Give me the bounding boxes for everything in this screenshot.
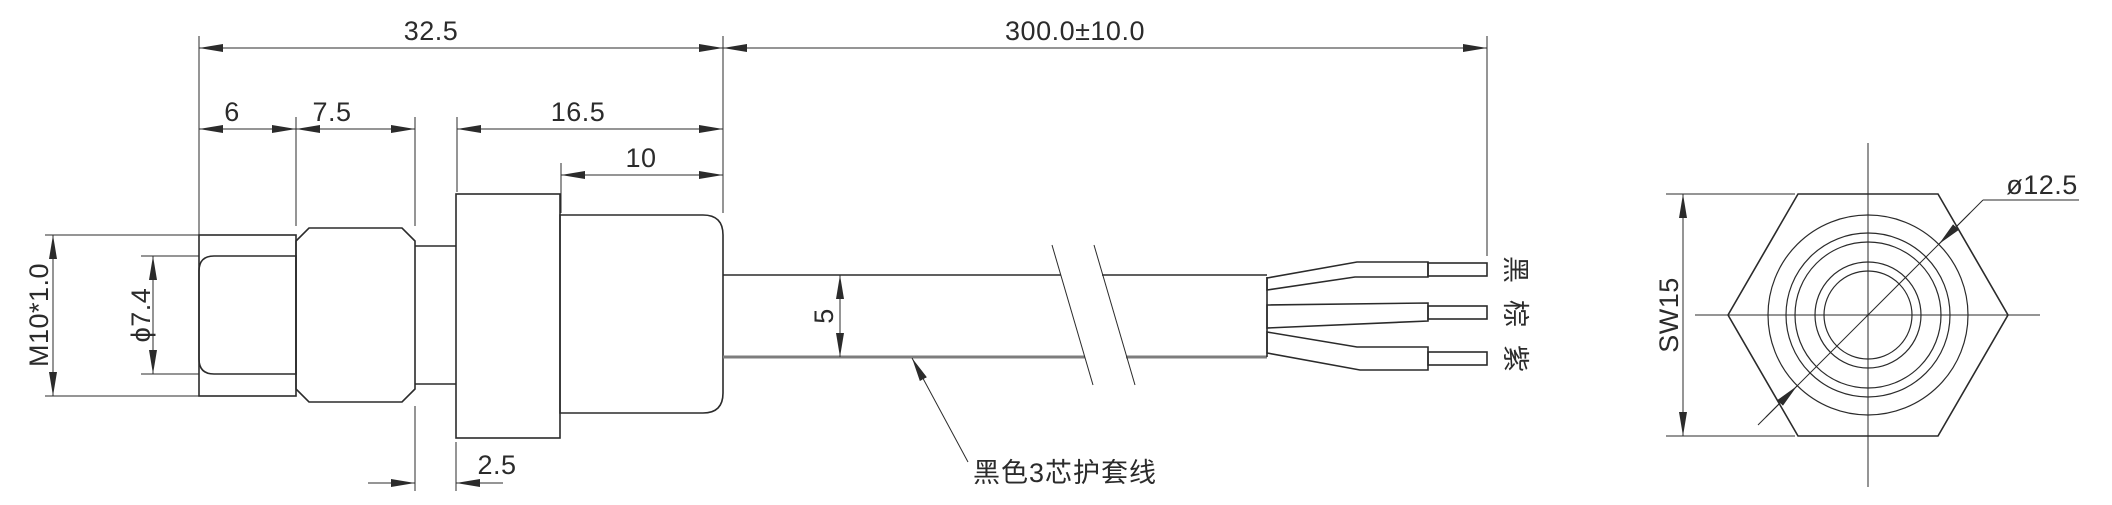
dim-face-diameter: ø12.5 [2006, 170, 2078, 200]
face-circle-12-5 [1767, 214, 1969, 416]
thread-section-outline [198, 234, 297, 397]
hex-nut-side [295, 227, 416, 403]
wire-black-insulation [1266, 261, 1429, 291]
dim-tip-length: 6 [224, 97, 240, 127]
wire-label-brown: 棕 [1500, 300, 1530, 328]
wire-purple-conductor-tip [1427, 351, 1488, 366]
cable-break-line-2 [1093, 244, 1136, 386]
extension-lines [45, 36, 1488, 491]
dia-arrow-lower [1765, 385, 1798, 418]
tip-circle [1814, 261, 1922, 369]
dia-arrow-upper [1938, 212, 1971, 245]
dim-overall-length: 32.5 [404, 16, 459, 46]
dim-groove-width: 2.5 [477, 450, 516, 480]
cable-break-line-1 [1051, 244, 1094, 386]
thread-major-circle [1785, 232, 1951, 398]
dim-cap-length: 10 [625, 143, 656, 173]
cable-note-text: 黑色3芯护套线 [973, 458, 1157, 488]
sensor-body-outline [559, 214, 724, 414]
dim-tip-diameter: ϕ7.4 [126, 288, 156, 343]
thread-minor-circle [1794, 241, 1942, 389]
dim-cable-length: 300.0±10.0 [1005, 16, 1145, 46]
wire-label-purple: 紫 [1500, 345, 1530, 373]
hex-nut-end-view [1727, 193, 2009, 437]
cable: 黑 棕 紫 黑色3芯护套线 [723, 244, 1530, 488]
flange-outline [455, 193, 561, 439]
dim-wrench-size: SW15 [1654, 277, 1684, 353]
cable-note-leader [911, 357, 969, 463]
wire-brown-insulation [1266, 302, 1429, 329]
inner-circle [1823, 270, 1913, 360]
wire-label-black: 黑 [1500, 256, 1530, 284]
dim-thread-spec: M10*1.0 [24, 263, 54, 367]
wire-brown-conductor-tip [1427, 305, 1488, 320]
dim-cable-diameter: 5 [809, 308, 839, 324]
wire-purple-insulation [1266, 331, 1429, 371]
side-view [198, 193, 724, 439]
end-view: SW15 ø12.5 [1654, 143, 2079, 487]
dim-hex-width: 7.5 [312, 97, 351, 127]
probe-tip-outline [198, 255, 297, 375]
dim-body-length: 16.5 [551, 97, 606, 127]
dimensions: 32.5 300.0±10.0 6 7.5 16.5 10 2.5 M10*1.… [24, 16, 1487, 487]
wire-black-conductor-tip [1427, 262, 1488, 277]
